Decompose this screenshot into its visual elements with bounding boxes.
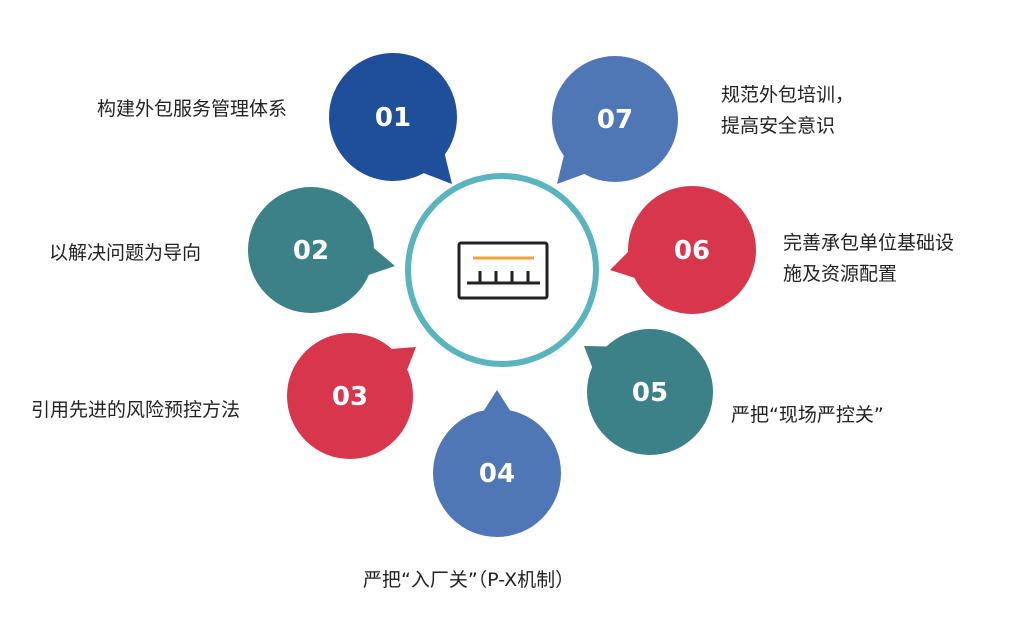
bubble-01: 01 bbox=[329, 53, 457, 184]
label-01: 构建外包服务管理体系 bbox=[97, 94, 287, 125]
bubble-04-number: 04 bbox=[479, 459, 515, 489]
bubble-07: 07 bbox=[552, 56, 678, 184]
label-04-line-1: 严把“入厂关”（P-X机制） bbox=[363, 569, 575, 591]
bubble-04-circle bbox=[433, 409, 561, 537]
bubble-06: 06 bbox=[610, 186, 756, 314]
label-06-line-1: 完善承包单位基础设 bbox=[783, 232, 955, 254]
label-05-line-1: 严把“现场严控关” bbox=[731, 404, 884, 426]
bubble-01-circle bbox=[329, 53, 457, 181]
label-05: 严把“现场严控关” bbox=[731, 400, 884, 431]
monitor-dashboard-icon bbox=[457, 241, 549, 300]
label-06: 完善承包单位基础设 施及资源配置 bbox=[783, 228, 954, 290]
label-07: 规范外包培训， 提高安全意识 bbox=[721, 80, 854, 142]
bubble-06-number: 06 bbox=[674, 236, 710, 266]
bubble-02-number: 02 bbox=[293, 236, 329, 266]
bubble-06-circle bbox=[628, 186, 756, 314]
bubble-07-circle bbox=[552, 56, 678, 182]
bubble-02: 02 bbox=[248, 187, 395, 313]
label-03: 引用先进的风险预控方法 bbox=[31, 395, 240, 426]
bubble-07-number: 07 bbox=[597, 105, 633, 135]
bubble-02-circle bbox=[248, 187, 374, 313]
label-07-line-1: 规范外包培训， bbox=[721, 84, 855, 106]
bubble-03-circle bbox=[287, 333, 413, 459]
bubbles-layer: 01 02 03 04 05 06 07 bbox=[248, 53, 756, 537]
bubble-05-number: 05 bbox=[632, 378, 668, 408]
label-04: 严把“入厂关”（P-X机制） bbox=[363, 565, 574, 596]
label-02-line-1: 以解决问题为导向 bbox=[49, 242, 202, 264]
bubble-05-circle bbox=[587, 329, 713, 455]
label-03-line-1: 引用先进的风险预控方法 bbox=[31, 399, 241, 421]
label-06-line-2: 施及资源配置 bbox=[783, 263, 898, 285]
label-07-line-2: 提高安全意识 bbox=[721, 115, 836, 137]
bubble-04: 04 bbox=[433, 390, 561, 537]
bubble-05: 05 bbox=[584, 329, 713, 455]
center-circle bbox=[405, 173, 599, 367]
label-02: 以解决问题为导向 bbox=[49, 238, 201, 269]
label-01-line-1: 构建外包服务管理体系 bbox=[97, 98, 288, 120]
bubble-03-number: 03 bbox=[332, 382, 368, 412]
bubble-03: 03 bbox=[287, 333, 416, 459]
bubble-01-number: 01 bbox=[375, 103, 411, 133]
